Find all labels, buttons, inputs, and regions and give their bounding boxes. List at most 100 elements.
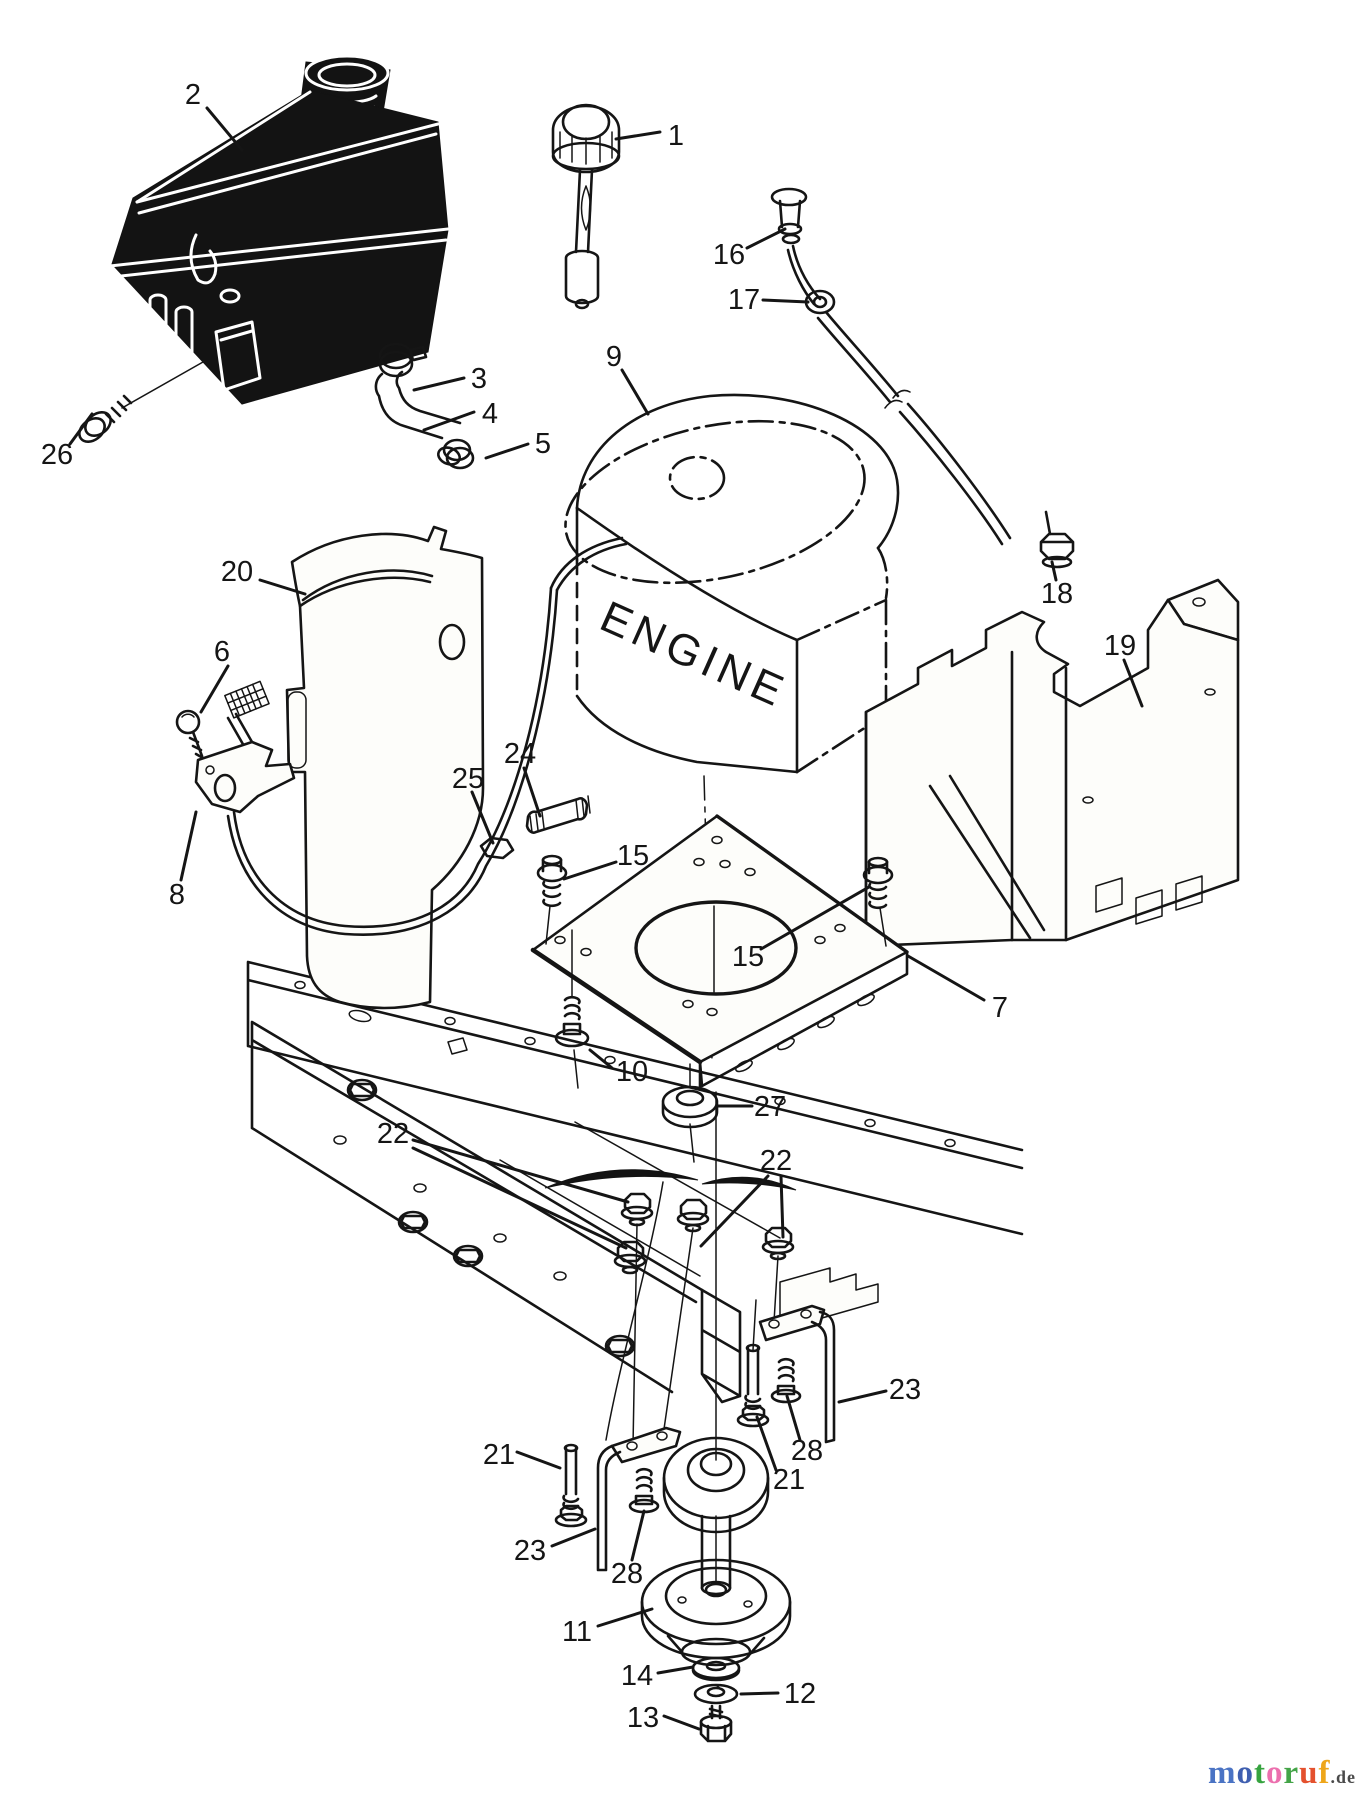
callout-22a: 22 xyxy=(377,1118,409,1150)
callout-21a: 21 xyxy=(483,1439,515,1471)
callout-leader-22b xyxy=(779,1174,785,1239)
callout-23a: 23 xyxy=(514,1535,546,1567)
callout-leader-1 xyxy=(614,130,662,141)
screw-28-left xyxy=(628,1467,660,1514)
throttle-control xyxy=(175,680,296,814)
frame-assembly xyxy=(246,960,1024,1404)
stud-24 xyxy=(525,795,591,834)
callout-5: 5 xyxy=(535,428,551,460)
callout-leader-10 xyxy=(588,1048,614,1070)
motoruf-watermark: motoruf.de xyxy=(1208,1755,1356,1792)
fuel-tank xyxy=(108,54,450,405)
engine-mount-bolt-right xyxy=(862,856,894,947)
tank-mount-screw xyxy=(78,361,204,443)
heat-shield xyxy=(864,578,1240,948)
pulley-assembly xyxy=(640,1091,792,1667)
bolt-21-right xyxy=(736,1343,770,1428)
callout-leader-13 xyxy=(662,1714,701,1731)
callout-leader-7 xyxy=(906,954,986,1002)
callout-leader-12 xyxy=(739,1691,780,1696)
side-panel xyxy=(285,525,485,1010)
belt-keeper-left xyxy=(596,1181,682,1572)
callout-18: 18 xyxy=(1041,578,1073,610)
callout-1: 1 xyxy=(668,120,684,152)
callout-28a: 28 xyxy=(611,1558,643,1590)
callout-24: 24 xyxy=(504,738,536,770)
callout-leader-6 xyxy=(199,664,230,714)
callout-leader-28a xyxy=(630,1509,646,1562)
callout-20: 20 xyxy=(221,556,253,588)
callout-25: 25 xyxy=(452,763,484,795)
callout-leader-11 xyxy=(596,1607,654,1628)
callout-15b: 15 xyxy=(732,941,764,973)
callout-leader-22a xyxy=(411,1146,628,1250)
motoruf-letter: o xyxy=(1236,1755,1254,1791)
callout-leader-22b xyxy=(699,1174,770,1248)
motoruf-letter: m xyxy=(1207,1755,1237,1791)
callout-8: 8 xyxy=(169,879,185,911)
callout-leader-19 xyxy=(1122,658,1144,708)
callout-leader-21b xyxy=(755,1415,778,1472)
engine-text: ENGINE xyxy=(593,592,794,718)
mount-bolt-10 xyxy=(554,929,590,1089)
spacer-27 xyxy=(661,1063,719,1163)
engine-mount-bolt-left xyxy=(536,854,568,945)
hex-nut-18 xyxy=(1039,510,1075,569)
callout-leader-14 xyxy=(656,1665,695,1675)
callout-11: 11 xyxy=(562,1616,592,1648)
hex-bolt-13 xyxy=(699,1704,733,1743)
callout-leader-23a xyxy=(550,1527,597,1548)
callout-28b: 28 xyxy=(791,1435,823,1467)
callout-leader-26 xyxy=(68,412,94,446)
motoruf-letter: u xyxy=(1299,1755,1319,1791)
callout-leader-3 xyxy=(412,376,466,392)
lock-washer-12 xyxy=(693,1683,739,1705)
callout-4: 4 xyxy=(482,398,498,430)
engine-mounting-plate xyxy=(530,814,909,1088)
callout-3: 3 xyxy=(471,363,487,395)
bolt-21-left xyxy=(554,1443,588,1528)
callout-15a: 15 xyxy=(617,840,649,872)
fuel-hose-assembly xyxy=(374,342,475,470)
callout-leader-2 xyxy=(205,106,244,152)
callout-leader-17 xyxy=(761,298,810,304)
motoruf-letter: t xyxy=(1253,1755,1266,1791)
motoruf-letter: r xyxy=(1283,1755,1300,1791)
motoruf-letter: o xyxy=(1265,1755,1284,1791)
callout-14: 14 xyxy=(621,1660,653,1692)
choke-cable xyxy=(770,187,1012,546)
callout-leader-5 xyxy=(484,442,530,460)
callout-27: 27 xyxy=(754,1091,786,1123)
callout-16: 16 xyxy=(713,239,745,271)
callout-leader-24 xyxy=(522,766,542,818)
motoruf-domain-suffix: .de xyxy=(1330,1767,1356,1787)
callout-12: 12 xyxy=(784,1678,816,1710)
callout-9: 9 xyxy=(606,341,622,373)
callout-leader-23b xyxy=(837,1389,888,1404)
callout-6: 6 xyxy=(214,636,230,668)
callout-leader-16 xyxy=(745,227,787,250)
callout-23b: 23 xyxy=(889,1374,921,1406)
callout-17: 17 xyxy=(728,284,760,316)
callout-21b: 21 xyxy=(773,1464,805,1496)
callout-leader-20 xyxy=(258,578,307,596)
belt-keeper-right xyxy=(758,1304,836,1444)
callout-19: 19 xyxy=(1104,630,1136,662)
flat-washer-14 xyxy=(691,1656,741,1682)
motoruf-logo-text: motoruf xyxy=(1208,1755,1331,1791)
callout-13: 13 xyxy=(627,1702,659,1734)
callout-leader-28b xyxy=(785,1394,802,1442)
callout-22b: 22 xyxy=(760,1145,792,1177)
callout-layer: 1234567891011121314151516171819202121222… xyxy=(41,79,1144,1734)
callout-leader-15b xyxy=(759,885,871,951)
fuel-cap-gauge xyxy=(551,103,621,310)
callout-leader-18 xyxy=(1050,560,1058,582)
callout-leader-9 xyxy=(620,368,650,416)
flange-nuts-22 xyxy=(613,1192,795,1447)
motoruf-letter: f xyxy=(1318,1755,1331,1791)
callout-leader-8 xyxy=(179,810,198,882)
callout-7: 7 xyxy=(992,992,1008,1024)
cable-grommet xyxy=(804,289,836,315)
